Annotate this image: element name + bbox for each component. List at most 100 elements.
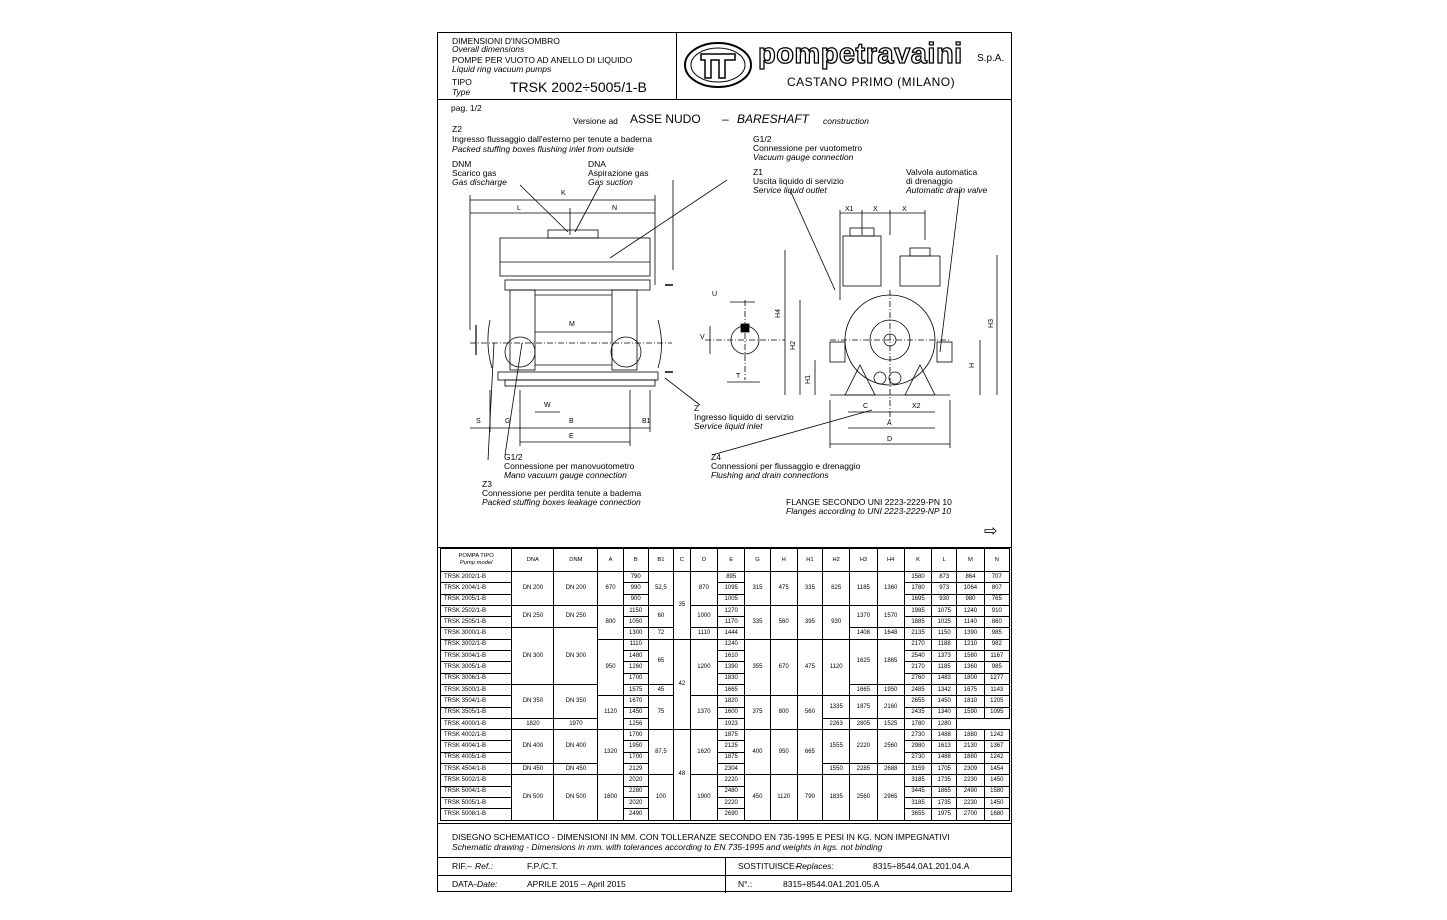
table-row: TRSK 3504/1-B 1120 1670 75 1370 1820 375… [439, 695, 1011, 731]
dim-x: X [873, 206, 878, 213]
pump-it: POMPE PER VUOTO AD ANELLO DI LIQUIDO [452, 55, 633, 65]
cell-b1: 45 [647, 683, 675, 697]
table-row: TRSK 3006/1-B 1700 1830 2760 1483 1800 1… [439, 672, 1011, 685]
cell-e: 1270 [717, 604, 746, 618]
cell-m: 1780 [903, 717, 933, 731]
cell-h2: 825 [822, 571, 851, 606]
cell-n: 807 [983, 582, 1011, 595]
cell-k: 3445 [903, 785, 933, 798]
cell-k: 2435 [903, 706, 933, 719]
cell-h4: 1950 [876, 683, 905, 697]
replaces-label-en: Replaces: [796, 861, 834, 871]
cell-k: 2805 [849, 717, 878, 731]
dim-m: M [569, 321, 575, 328]
g12b-it: Connessione per manovuotometro [504, 461, 635, 471]
cell-b: 1700 [622, 751, 649, 765]
cell-dnm: DN 250 [553, 604, 599, 629]
valve-it2: di drenaggio [906, 176, 953, 186]
cell-h: 950 [769, 729, 798, 776]
version-dash: – [722, 112, 729, 126]
cell-l: 1025 [931, 616, 958, 629]
dnm-en: Gas discharge [452, 177, 507, 187]
next-page-arrow-icon[interactable]: ⇨ [984, 523, 998, 540]
col-dnm: DNM [553, 548, 599, 572]
cell-h3: 1370 [849, 604, 878, 629]
z-leader [664, 377, 701, 406]
cell-m: 1675 [956, 683, 985, 697]
cell-b1: 65 [647, 638, 675, 685]
cell-l: 973 [931, 582, 958, 595]
col-a: A [597, 548, 624, 572]
z-code: Z [694, 403, 700, 413]
cell-e: 1610 [717, 650, 746, 663]
cell-k: 1695 [903, 593, 933, 606]
cell-b: 2020 [622, 774, 649, 787]
cell-model: TRSK 5008/1-B [439, 808, 513, 821]
cell-b: 1050 [622, 616, 649, 629]
table-row: TRSK 2502/1-B DN 250 DN 250 800 1150 60 … [439, 604, 1011, 640]
cell-e: 1390 [717, 661, 746, 674]
cell-h: 475 [769, 571, 798, 606]
cell-l: 1488 [931, 729, 958, 742]
cell-h4: 1648 [876, 627, 905, 640]
date-label-en: Date: [477, 879, 498, 889]
cell-h2: 1550 [822, 763, 851, 776]
cell-k: 3655 [903, 808, 933, 821]
cell-n: 1242 [983, 729, 1011, 742]
cell-k: 1780 [903, 582, 933, 595]
cell-n: 1280 [931, 717, 958, 731]
version-suffix: construction [823, 116, 869, 126]
brand-location: CASTANO PRIMO (MILANO) [787, 75, 956, 89]
cell-e: 895 [717, 570, 746, 584]
dim-v: V [700, 334, 705, 341]
dim-x1: X1 [845, 206, 854, 213]
col-h: H [769, 548, 798, 572]
cell-h3: 2220 [849, 729, 878, 765]
cell-l: 873 [931, 570, 958, 584]
cell-h2: 1256 [622, 717, 649, 731]
cell-l: 1975 [931, 808, 958, 821]
drawing-sheet [437, 32, 1012, 893]
cell-m: 980 [956, 593, 985, 606]
cell-h1: 335 [796, 571, 824, 606]
g12b-code: G1/2 [504, 452, 523, 462]
g12a-code: G1/2 [753, 134, 772, 144]
cell-e: 1095 [717, 582, 746, 595]
g12a-leader [609, 180, 728, 259]
cell-n: 1580 [983, 785, 1011, 798]
cell-k: 2655 [903, 695, 933, 708]
version-prefix: Versione ad [573, 116, 618, 126]
cell-k: 2760 [903, 672, 933, 685]
dim-b: B [569, 418, 574, 425]
cell-model: TRSK 2502/1-B [439, 604, 513, 618]
valve-leader [939, 189, 961, 353]
table-row: TRSK 2005/1-B 900 1005 1695 930 980 765 [439, 593, 1011, 606]
cell-model: TRSK 3005/1-B [439, 661, 513, 674]
dim-c: C [863, 403, 869, 410]
footer-vdivider [725, 857, 726, 893]
cell-h2: 1555 [822, 729, 851, 765]
dnm-it: Scarico gas [452, 168, 497, 178]
cell-model: TRSK 5002/1-B [439, 774, 513, 787]
z3-code: Z3 [482, 479, 492, 489]
col-e: E [717, 548, 746, 572]
col-b1: B1 [647, 548, 675, 572]
dim-h2: H2 [789, 341, 797, 350]
travaini-logo-icon [684, 42, 752, 88]
cell-c: 48 [673, 729, 691, 821]
dna-en: Gas suction [588, 177, 633, 187]
valve-en: Automatic drain valve [906, 185, 988, 195]
number-label: N°.: [738, 879, 753, 889]
cell-h3: 1625 [849, 638, 878, 685]
cell-m: 2130 [956, 740, 985, 753]
z2-code: Z2 [452, 124, 462, 134]
cell-e: 2304 [717, 763, 746, 776]
cell-n: 982 [983, 638, 1011, 652]
cell-b: 1300 [622, 627, 649, 640]
cell-model: TRSK 3006/1-B [439, 672, 513, 685]
cell-l: 1188 [931, 638, 958, 652]
cell-l: 1340 [931, 706, 958, 719]
cell-m: 1800 [956, 672, 985, 685]
cell-b: 900 [622, 593, 649, 606]
cell-b: 1450 [622, 706, 649, 719]
